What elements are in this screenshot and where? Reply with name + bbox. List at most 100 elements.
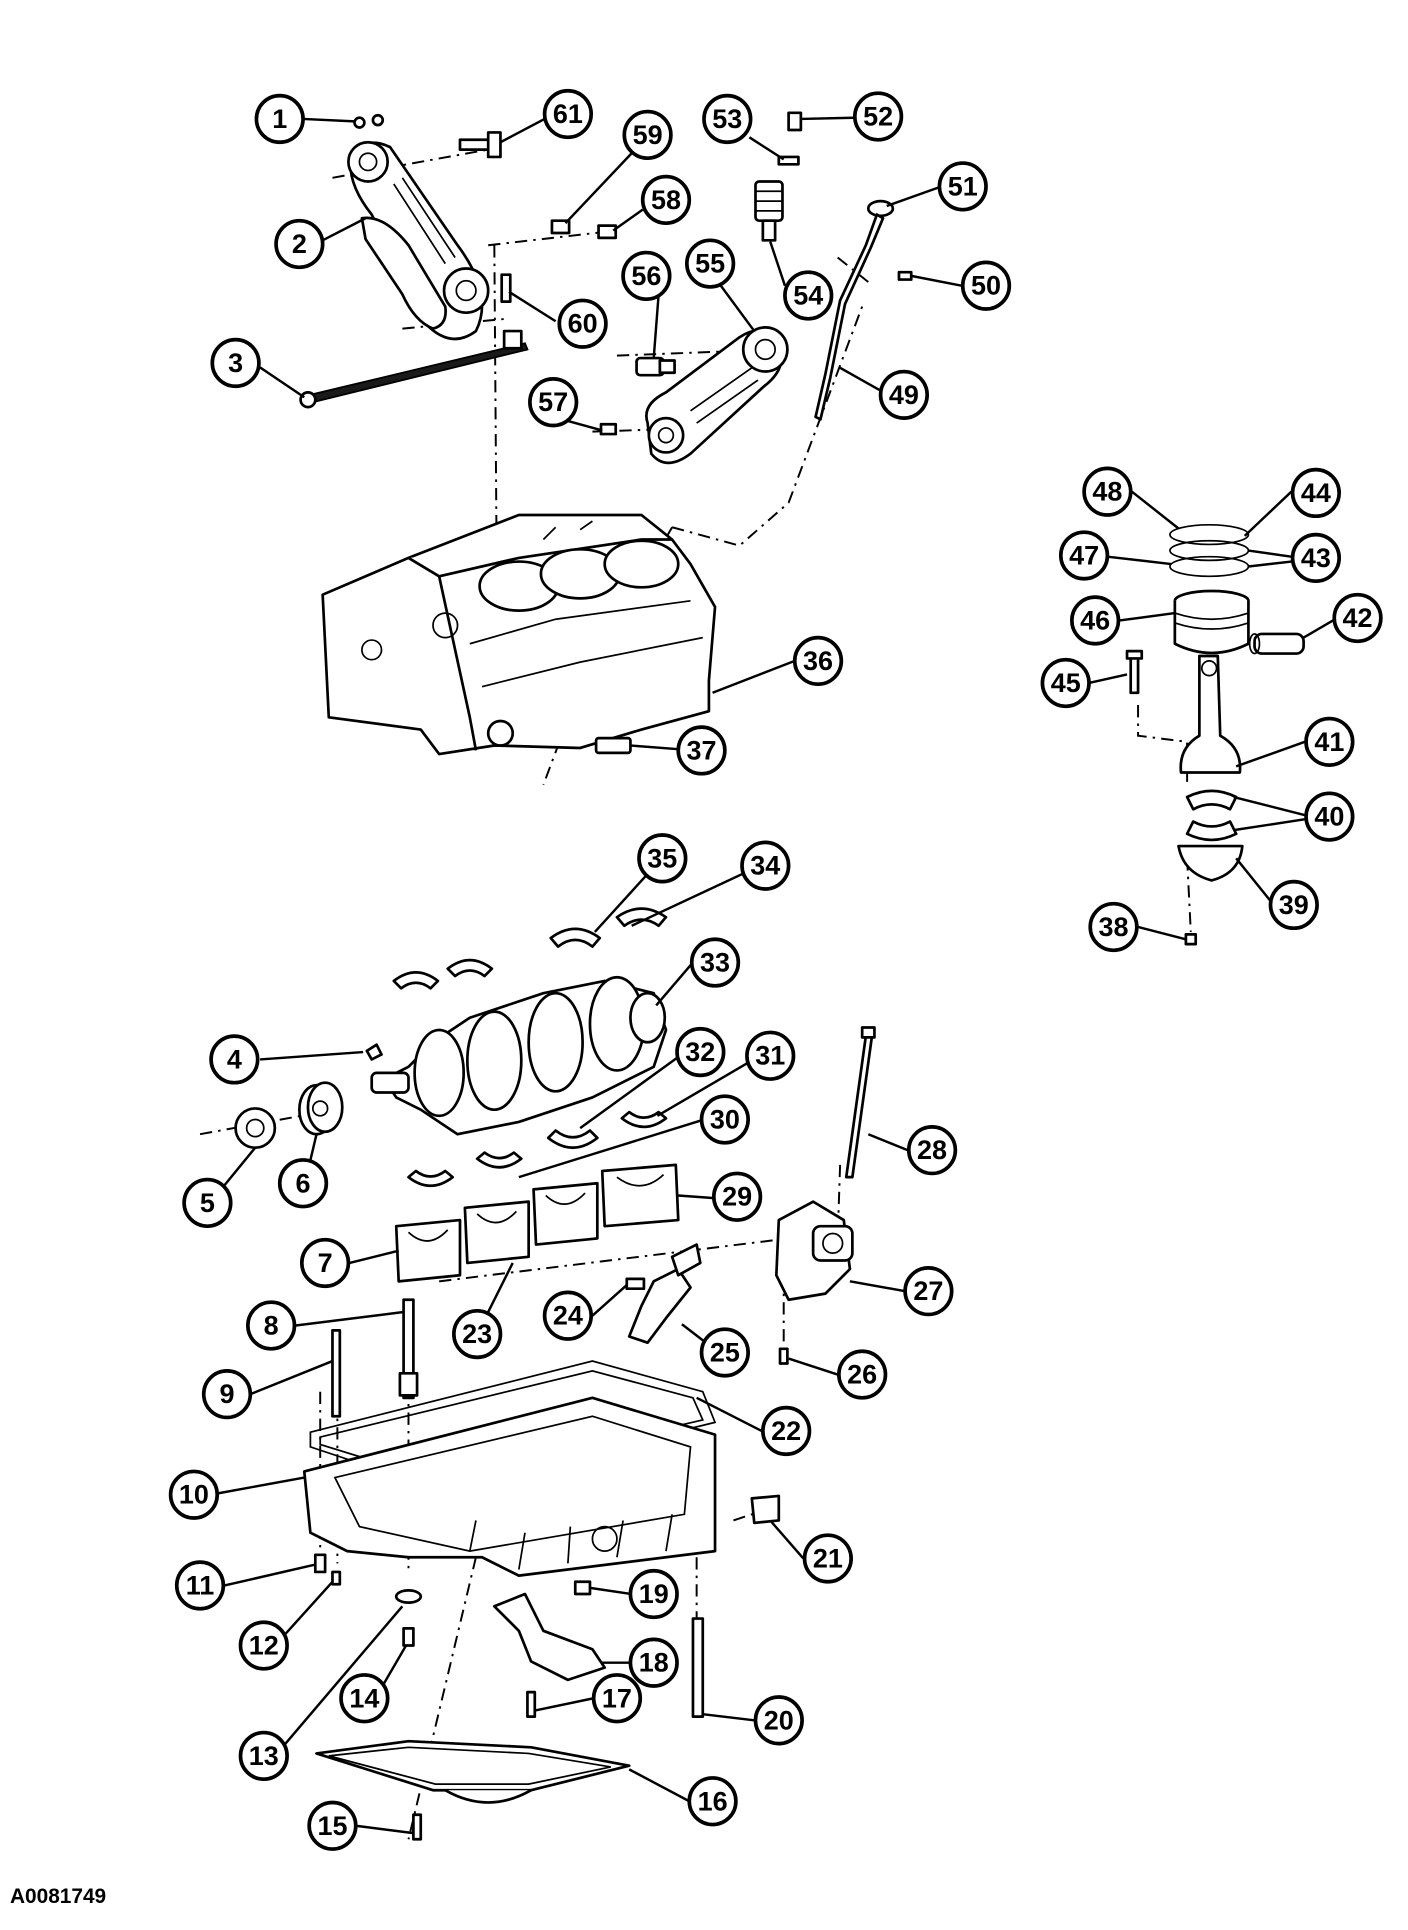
callout-49: 49 bbox=[878, 369, 930, 420]
callout-6-label: 6 bbox=[296, 1168, 311, 1198]
callout-23: 23 bbox=[452, 1308, 503, 1360]
callout-43-label: 43 bbox=[1301, 543, 1331, 573]
callout-17-label: 17 bbox=[602, 1683, 632, 1713]
left-timing-chain-assembly bbox=[347, 140, 490, 341]
bolt-61 bbox=[458, 131, 502, 159]
callout-7: 7 bbox=[299, 1237, 351, 1289]
callout-11-label: 11 bbox=[186, 1570, 215, 1600]
callout-37-label: 37 bbox=[687, 735, 717, 765]
callout-26: 26 bbox=[837, 1349, 888, 1400]
callout-3-label: 3 bbox=[228, 348, 243, 378]
callout-21: 21 bbox=[802, 1533, 853, 1584]
piston-46 bbox=[1173, 589, 1250, 655]
tensioner-56 bbox=[635, 356, 676, 377]
callout-42: 42 bbox=[1332, 592, 1383, 644]
callout-53: 53 bbox=[702, 93, 753, 145]
upper-oil-pan-10 bbox=[302, 1396, 717, 1577]
oil-filler-cap-51 bbox=[866, 199, 895, 218]
callout-18: 18 bbox=[628, 1637, 679, 1688]
callout-56: 56 bbox=[621, 250, 672, 302]
oil-level-sensor-28 bbox=[844, 1026, 876, 1179]
callout-24: 24 bbox=[542, 1290, 594, 1341]
callout-24-label: 24 bbox=[553, 1301, 583, 1331]
lower-main-bearings-30-31-32 bbox=[407, 1110, 668, 1188]
callout-59: 59 bbox=[622, 109, 673, 161]
sensor-54 bbox=[754, 180, 784, 242]
crankshaft-33 bbox=[370, 975, 668, 1136]
callout-31-label: 31 bbox=[755, 1041, 785, 1071]
bracket-21 bbox=[750, 1494, 781, 1525]
callout-57-label: 57 bbox=[538, 387, 568, 417]
callout-3: 3 bbox=[210, 337, 261, 389]
callout-8-label: 8 bbox=[264, 1310, 279, 1340]
callout-22: 22 bbox=[761, 1405, 812, 1457]
bolt-58 bbox=[597, 224, 618, 240]
callout-12: 12 bbox=[238, 1620, 289, 1671]
callout-7-label: 7 bbox=[318, 1248, 333, 1278]
callout-14-label: 14 bbox=[349, 1683, 379, 1713]
bolt-52 bbox=[787, 111, 803, 132]
callout-40: 40 bbox=[1304, 791, 1355, 842]
callout-54-label: 54 bbox=[793, 281, 823, 311]
callout-25: 25 bbox=[699, 1327, 750, 1378]
callout-38-label: 38 bbox=[1099, 912, 1129, 942]
guide-rod-3 bbox=[299, 329, 529, 409]
callout-20-label: 20 bbox=[764, 1705, 794, 1735]
callout-47-label: 47 bbox=[1069, 540, 1099, 570]
callout-13-label: 13 bbox=[249, 1741, 279, 1771]
main-bearing-bolt-8 bbox=[398, 1298, 419, 1400]
callout-10: 10 bbox=[168, 1469, 220, 1520]
callout-46-label: 46 bbox=[1080, 605, 1110, 635]
callout-11: 11 bbox=[174, 1560, 226, 1611]
oil-pump-27 bbox=[774, 1200, 854, 1302]
callout-1-label: 1 bbox=[272, 104, 287, 134]
main-bearing-caps-7-23-29 bbox=[394, 1163, 680, 1283]
callout-40-label: 40 bbox=[1314, 802, 1344, 832]
figure-reference-code: A0081749 bbox=[10, 1885, 106, 1908]
piston-pin-42 bbox=[1248, 632, 1305, 655]
callout-9: 9 bbox=[201, 1369, 253, 1420]
callout-16-label: 16 bbox=[698, 1786, 728, 1816]
callout-34-label: 34 bbox=[750, 851, 780, 881]
cylinder-block-36 bbox=[321, 513, 717, 756]
sensor-37 bbox=[594, 736, 632, 755]
bolt-59 bbox=[550, 219, 571, 235]
callout-10-label: 10 bbox=[179, 1480, 209, 1510]
callout-36-label: 36 bbox=[803, 646, 833, 676]
oil-pickup-tube-25 bbox=[627, 1243, 702, 1345]
callout-41-label: 41 bbox=[1314, 727, 1344, 757]
callout-12-label: 12 bbox=[249, 1631, 279, 1661]
callout-60: 60 bbox=[557, 298, 608, 349]
callout-44-label: 44 bbox=[1301, 478, 1331, 508]
callout-46: 46 bbox=[1070, 595, 1121, 646]
crank-sprocket-5 bbox=[234, 1107, 277, 1150]
callout-27: 27 bbox=[903, 1266, 954, 1317]
callout-5: 5 bbox=[182, 1177, 233, 1229]
callout-29: 29 bbox=[711, 1171, 763, 1222]
callout-17: 17 bbox=[591, 1673, 643, 1724]
callout-32-label: 32 bbox=[685, 1037, 715, 1067]
callout-5-label: 5 bbox=[200, 1188, 215, 1218]
callout-36: 36 bbox=[792, 635, 844, 687]
callout-51: 51 bbox=[937, 161, 988, 212]
callout-33: 33 bbox=[689, 937, 741, 988]
callout-45: 45 bbox=[1040, 657, 1091, 709]
callout-25-label: 25 bbox=[710, 1337, 740, 1367]
callout-41: 41 bbox=[1304, 716, 1355, 767]
callout-14: 14 bbox=[339, 1673, 390, 1724]
callout-13: 13 bbox=[238, 1730, 289, 1782]
callout-44: 44 bbox=[1290, 467, 1341, 519]
callout-16: 16 bbox=[687, 1776, 738, 1827]
bolt-24 bbox=[625, 1277, 646, 1291]
crank-sprocket-6 bbox=[298, 1081, 344, 1136]
oil-pan-bolts-11-12-14-15-17-19-20 bbox=[313, 1553, 705, 1841]
callout-23-label: 23 bbox=[462, 1319, 492, 1349]
callout-52-label: 52 bbox=[863, 101, 893, 131]
lower-oil-pan-16 bbox=[315, 1739, 631, 1804]
callout-4: 4 bbox=[209, 1034, 260, 1085]
woodruff-key-4 bbox=[365, 1043, 383, 1061]
callout-42-label: 42 bbox=[1343, 603, 1373, 633]
callout-19-label: 19 bbox=[639, 1579, 669, 1609]
callout-47: 47 bbox=[1058, 530, 1110, 581]
